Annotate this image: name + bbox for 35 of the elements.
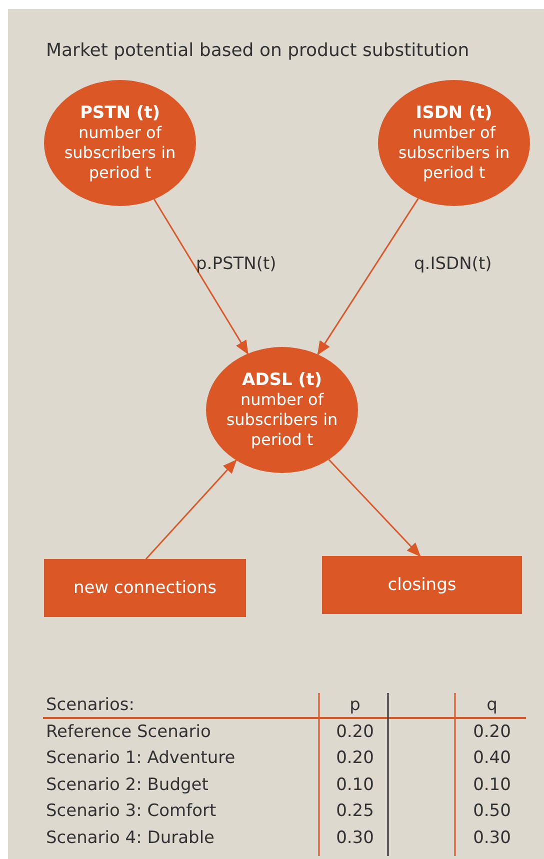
node-heading: ADSL (t) <box>242 370 322 390</box>
scenario-name: Scenario 3: Comfort <box>46 801 216 821</box>
parameter-value: 0.25 <box>336 801 374 821</box>
node-label: closings <box>388 575 456 595</box>
parameter-value: 0.20 <box>336 748 374 768</box>
scenario-name: Scenario 2: Budget <box>46 774 208 794</box>
table-header: Scenarios: <box>46 695 134 715</box>
node-description: number of subscribers in period t <box>63 123 177 183</box>
scenario-name: Scenario 4: Durable <box>46 828 214 848</box>
scenario-name: Reference Scenario <box>46 722 211 742</box>
flow-box <box>44 559 246 617</box>
node-description: number of subscribers in period t <box>225 390 339 450</box>
node-heading: PSTN (t) <box>80 103 160 123</box>
table-header: q <box>486 695 498 715</box>
table-header: p <box>350 695 360 715</box>
flow-box <box>322 556 522 614</box>
parameter-value: 0.50 <box>473 801 511 821</box>
node-description: number of subscribers in period t <box>397 123 511 183</box>
scenario-name: Scenario 1: Adventure <box>46 748 236 768</box>
parameter-value: 0.30 <box>473 828 511 848</box>
parameter-value: 0.20 <box>473 722 511 742</box>
arrow <box>154 198 248 355</box>
parameter-value: 0.40 <box>473 748 511 768</box>
edge-label: p.PSTN(t) <box>196 254 276 274</box>
parameter-value: 0.10 <box>473 774 511 794</box>
arrow <box>317 198 419 356</box>
diagram-title: Market potential based on product substitution <box>46 40 470 61</box>
parameter-value: 0.10 <box>336 774 374 794</box>
parameter-value: 0.20 <box>336 722 374 742</box>
node-heading: ISDN (t) <box>416 103 492 123</box>
parameter-value: 0.30 <box>336 828 374 848</box>
edge-label: q.ISDN(t) <box>414 254 492 274</box>
node-label: new connections <box>73 578 217 598</box>
arrow <box>145 460 237 560</box>
arrow <box>328 459 421 557</box>
